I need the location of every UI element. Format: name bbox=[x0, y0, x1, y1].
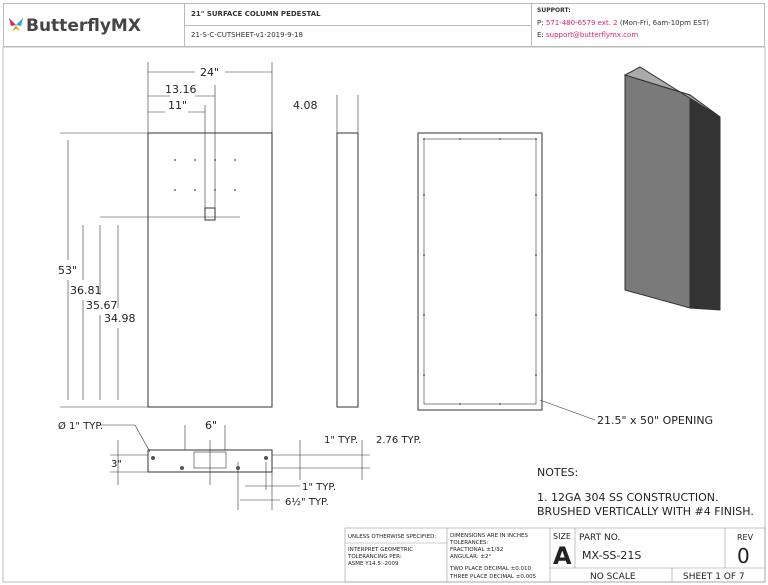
rear-fastener-mark bbox=[535, 194, 537, 196]
tb-part-number: MX-SS-21S bbox=[582, 549, 641, 562]
front-hole-mark bbox=[214, 189, 216, 191]
tb-rev-label: REV bbox=[737, 533, 754, 542]
rear-fastener-mark bbox=[423, 314, 425, 316]
hole-label: Ø 1" TYP. bbox=[58, 420, 103, 432]
rear-fastener-mark bbox=[423, 374, 425, 376]
dim-34-98: 34.98 bbox=[104, 312, 136, 325]
rear-fastener-mark bbox=[499, 138, 501, 140]
rear-fastener-mark bbox=[423, 254, 425, 256]
tb-interpret-1: INTERPRET GEOMETRIC bbox=[348, 547, 413, 553]
dim-base-depth: 3" bbox=[111, 459, 122, 470]
front-hole-mark bbox=[214, 159, 216, 161]
rear-fastener-mark bbox=[535, 374, 537, 376]
support-label: SUPPORT: bbox=[537, 7, 571, 14]
isometric-view bbox=[623, 66, 721, 311]
front-hole-mark bbox=[174, 159, 176, 161]
support-email[interactable]: support@butterflymx.com bbox=[546, 31, 639, 39]
tb-three-place: THREE PLACE DECIMAL ±0.005 bbox=[449, 574, 537, 580]
note-line-2: BRUSHED VERTICALLY WITH #4 FINISH. bbox=[537, 505, 754, 518]
dim-13-16: 13.16 bbox=[165, 83, 197, 96]
dim-edge-bottom: 1" TYP. bbox=[302, 482, 336, 493]
dim-slot: 6" bbox=[205, 419, 217, 432]
document-title: 21" SURFACE COLUMN PEDESTAL bbox=[191, 10, 321, 18]
tb-unless: UNLESS OTHERWISE SPECIFIED: bbox=[348, 534, 436, 540]
tb-part-label: PART NO. bbox=[579, 533, 620, 543]
dim-spacing: 6½" TYP. bbox=[285, 496, 329, 508]
tb-size: A bbox=[553, 542, 572, 570]
tb-tol: TOLERANCES: bbox=[449, 540, 489, 546]
dim-depth: 4.08 bbox=[293, 99, 318, 112]
rear-fastener-mark bbox=[535, 138, 537, 140]
front-hole-mark bbox=[234, 159, 236, 161]
tb-two-place: TWO PLACE DECIMAL ±0.010 bbox=[449, 566, 531, 572]
support-phone[interactable]: 571-480-6579 ext. 2 bbox=[545, 19, 618, 27]
tb-scale: NO SCALE bbox=[590, 572, 636, 582]
tb-ang: ANGULAR: ±2° bbox=[450, 554, 491, 560]
tb-sheet: SHEET 1 OF 7 bbox=[683, 572, 745, 582]
front-hole-mark bbox=[194, 159, 196, 161]
opening-label: 21.5" x 50" OPENING bbox=[597, 414, 713, 427]
front-hole-mark bbox=[174, 189, 176, 191]
document-id: 21-S-C-CUTSHEET-v1-2019-9-18 bbox=[191, 31, 303, 39]
tb-size-label: SIZE bbox=[553, 532, 571, 541]
front-hole-mark bbox=[194, 189, 196, 191]
dim-11: 11" bbox=[168, 99, 187, 112]
dim-width: 24" bbox=[200, 66, 219, 79]
tb-dims: DIMENSIONS ARE IN INCHES bbox=[450, 533, 528, 539]
note-line-1: 1. 12GA 304 SS CONSTRUCTION. bbox=[537, 491, 718, 504]
dim-35-67: 35.67 bbox=[86, 299, 118, 312]
dim-edge-top: 1" TYP. bbox=[324, 435, 358, 446]
notes-title: NOTES: bbox=[537, 466, 578, 479]
tb-rev: 0 bbox=[737, 544, 750, 568]
rear-fastener-mark bbox=[535, 254, 537, 256]
dim-36-81: 36.81 bbox=[70, 284, 102, 297]
tb-frac: FRACTIONAL ±1/32 bbox=[450, 547, 503, 553]
dim-height: 53" bbox=[58, 264, 77, 277]
rear-fastener-mark bbox=[423, 194, 425, 196]
rear-fastener-mark bbox=[423, 138, 425, 140]
butterfly-logo-icon bbox=[8, 16, 24, 32]
tb-interpret-3: ASME Y14.5 -2009 bbox=[348, 561, 399, 567]
support-email-line: E: support@butterflymx.com bbox=[537, 31, 639, 39]
support-phone-line: P: 571-480-6579 ext. 2 (Mon-Fri, 6am-10p… bbox=[537, 19, 709, 27]
rear-fastener-mark bbox=[459, 138, 461, 140]
rear-fastener-mark bbox=[459, 403, 461, 405]
rear-fastener-mark bbox=[499, 403, 501, 405]
brand-name: ButterflyMX bbox=[26, 16, 141, 36]
side-view bbox=[336, 132, 359, 408]
tb-interpret-2: TOLERANCING PER: bbox=[347, 554, 402, 560]
dim-edge-right: 2.76 TYP. bbox=[376, 435, 421, 446]
rear-view bbox=[417, 132, 543, 411]
front-view bbox=[147, 132, 273, 408]
front-hole-mark bbox=[234, 189, 236, 191]
rear-fastener-mark bbox=[535, 314, 537, 316]
